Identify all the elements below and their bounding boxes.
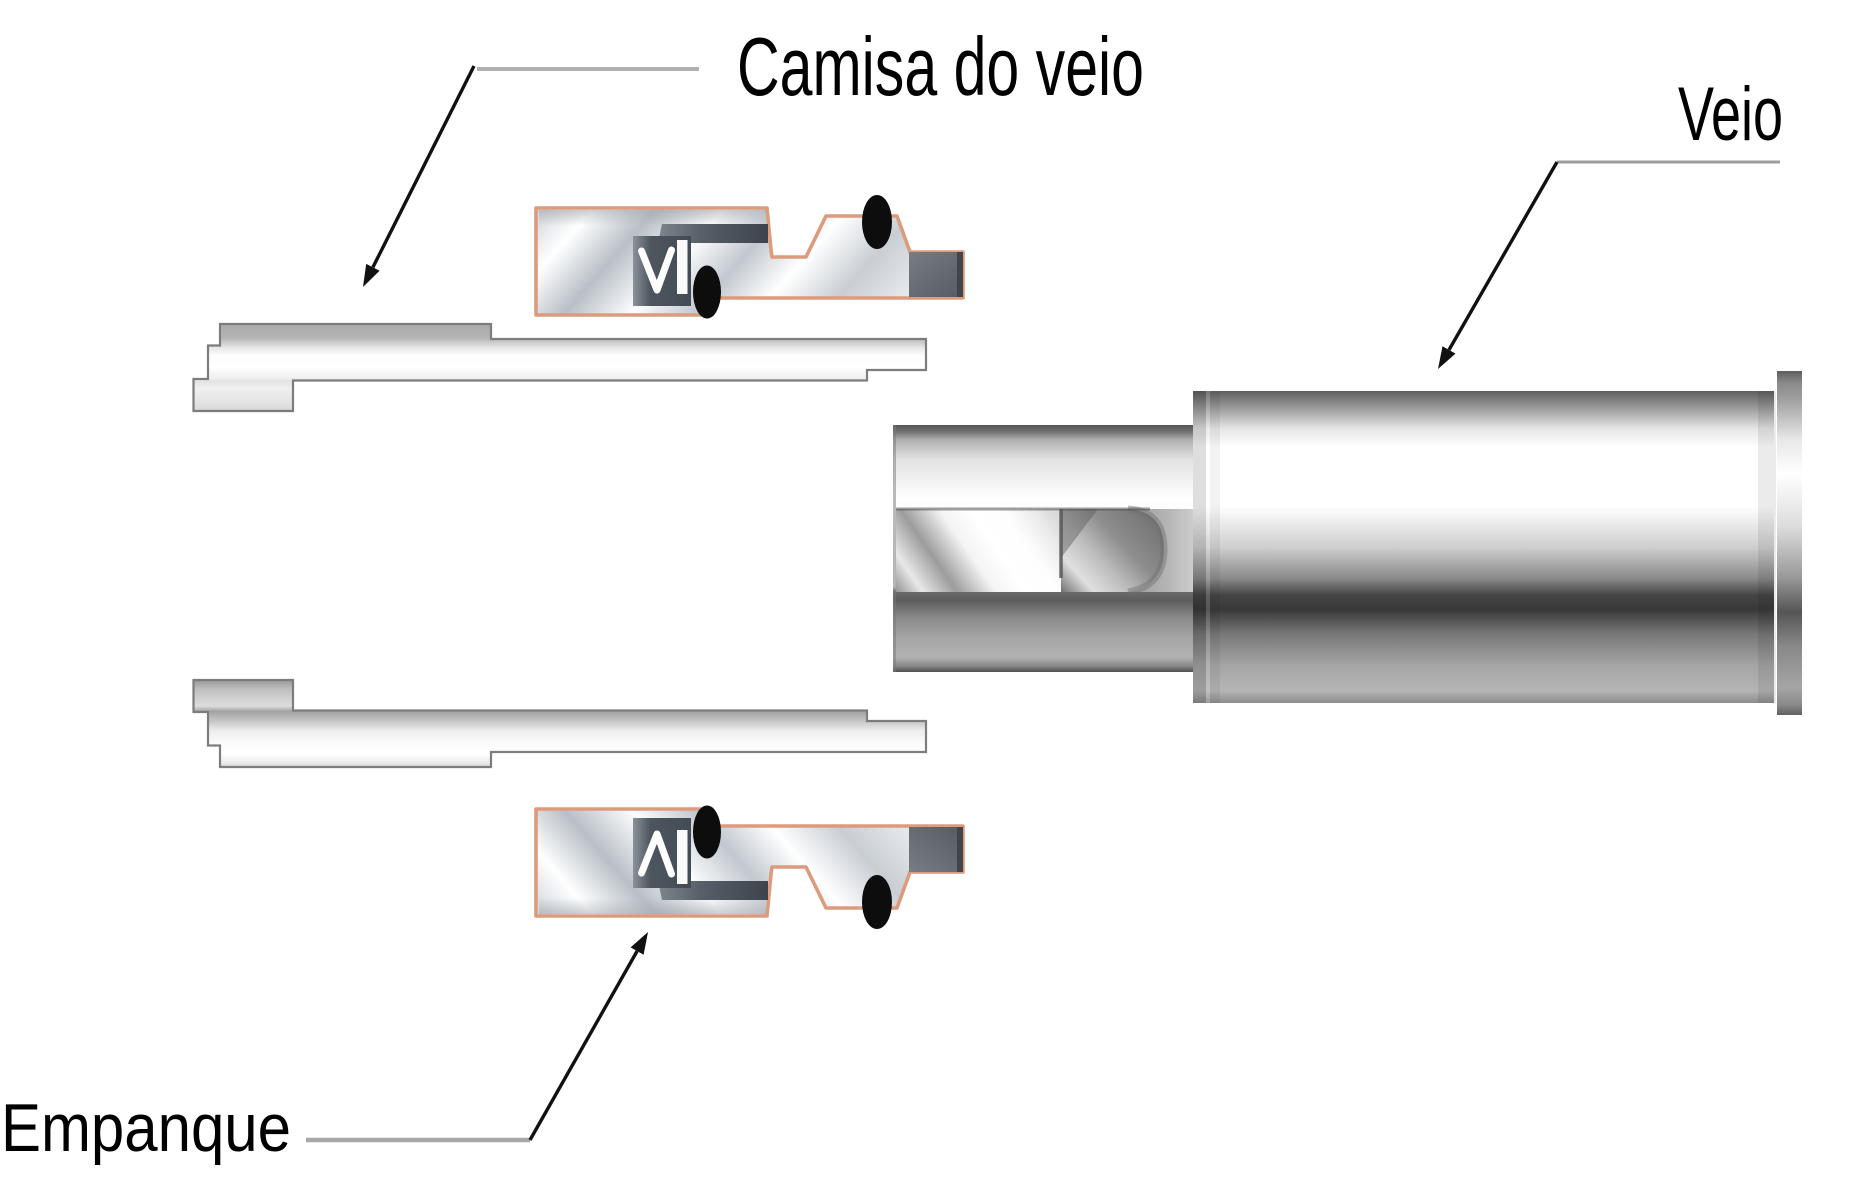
svg-text:Empanque: Empanque [1,1090,291,1166]
svg-text:Camisa do veio: Camisa do veio [737,20,1144,113]
svg-text:Veio: Veio [1678,72,1783,157]
